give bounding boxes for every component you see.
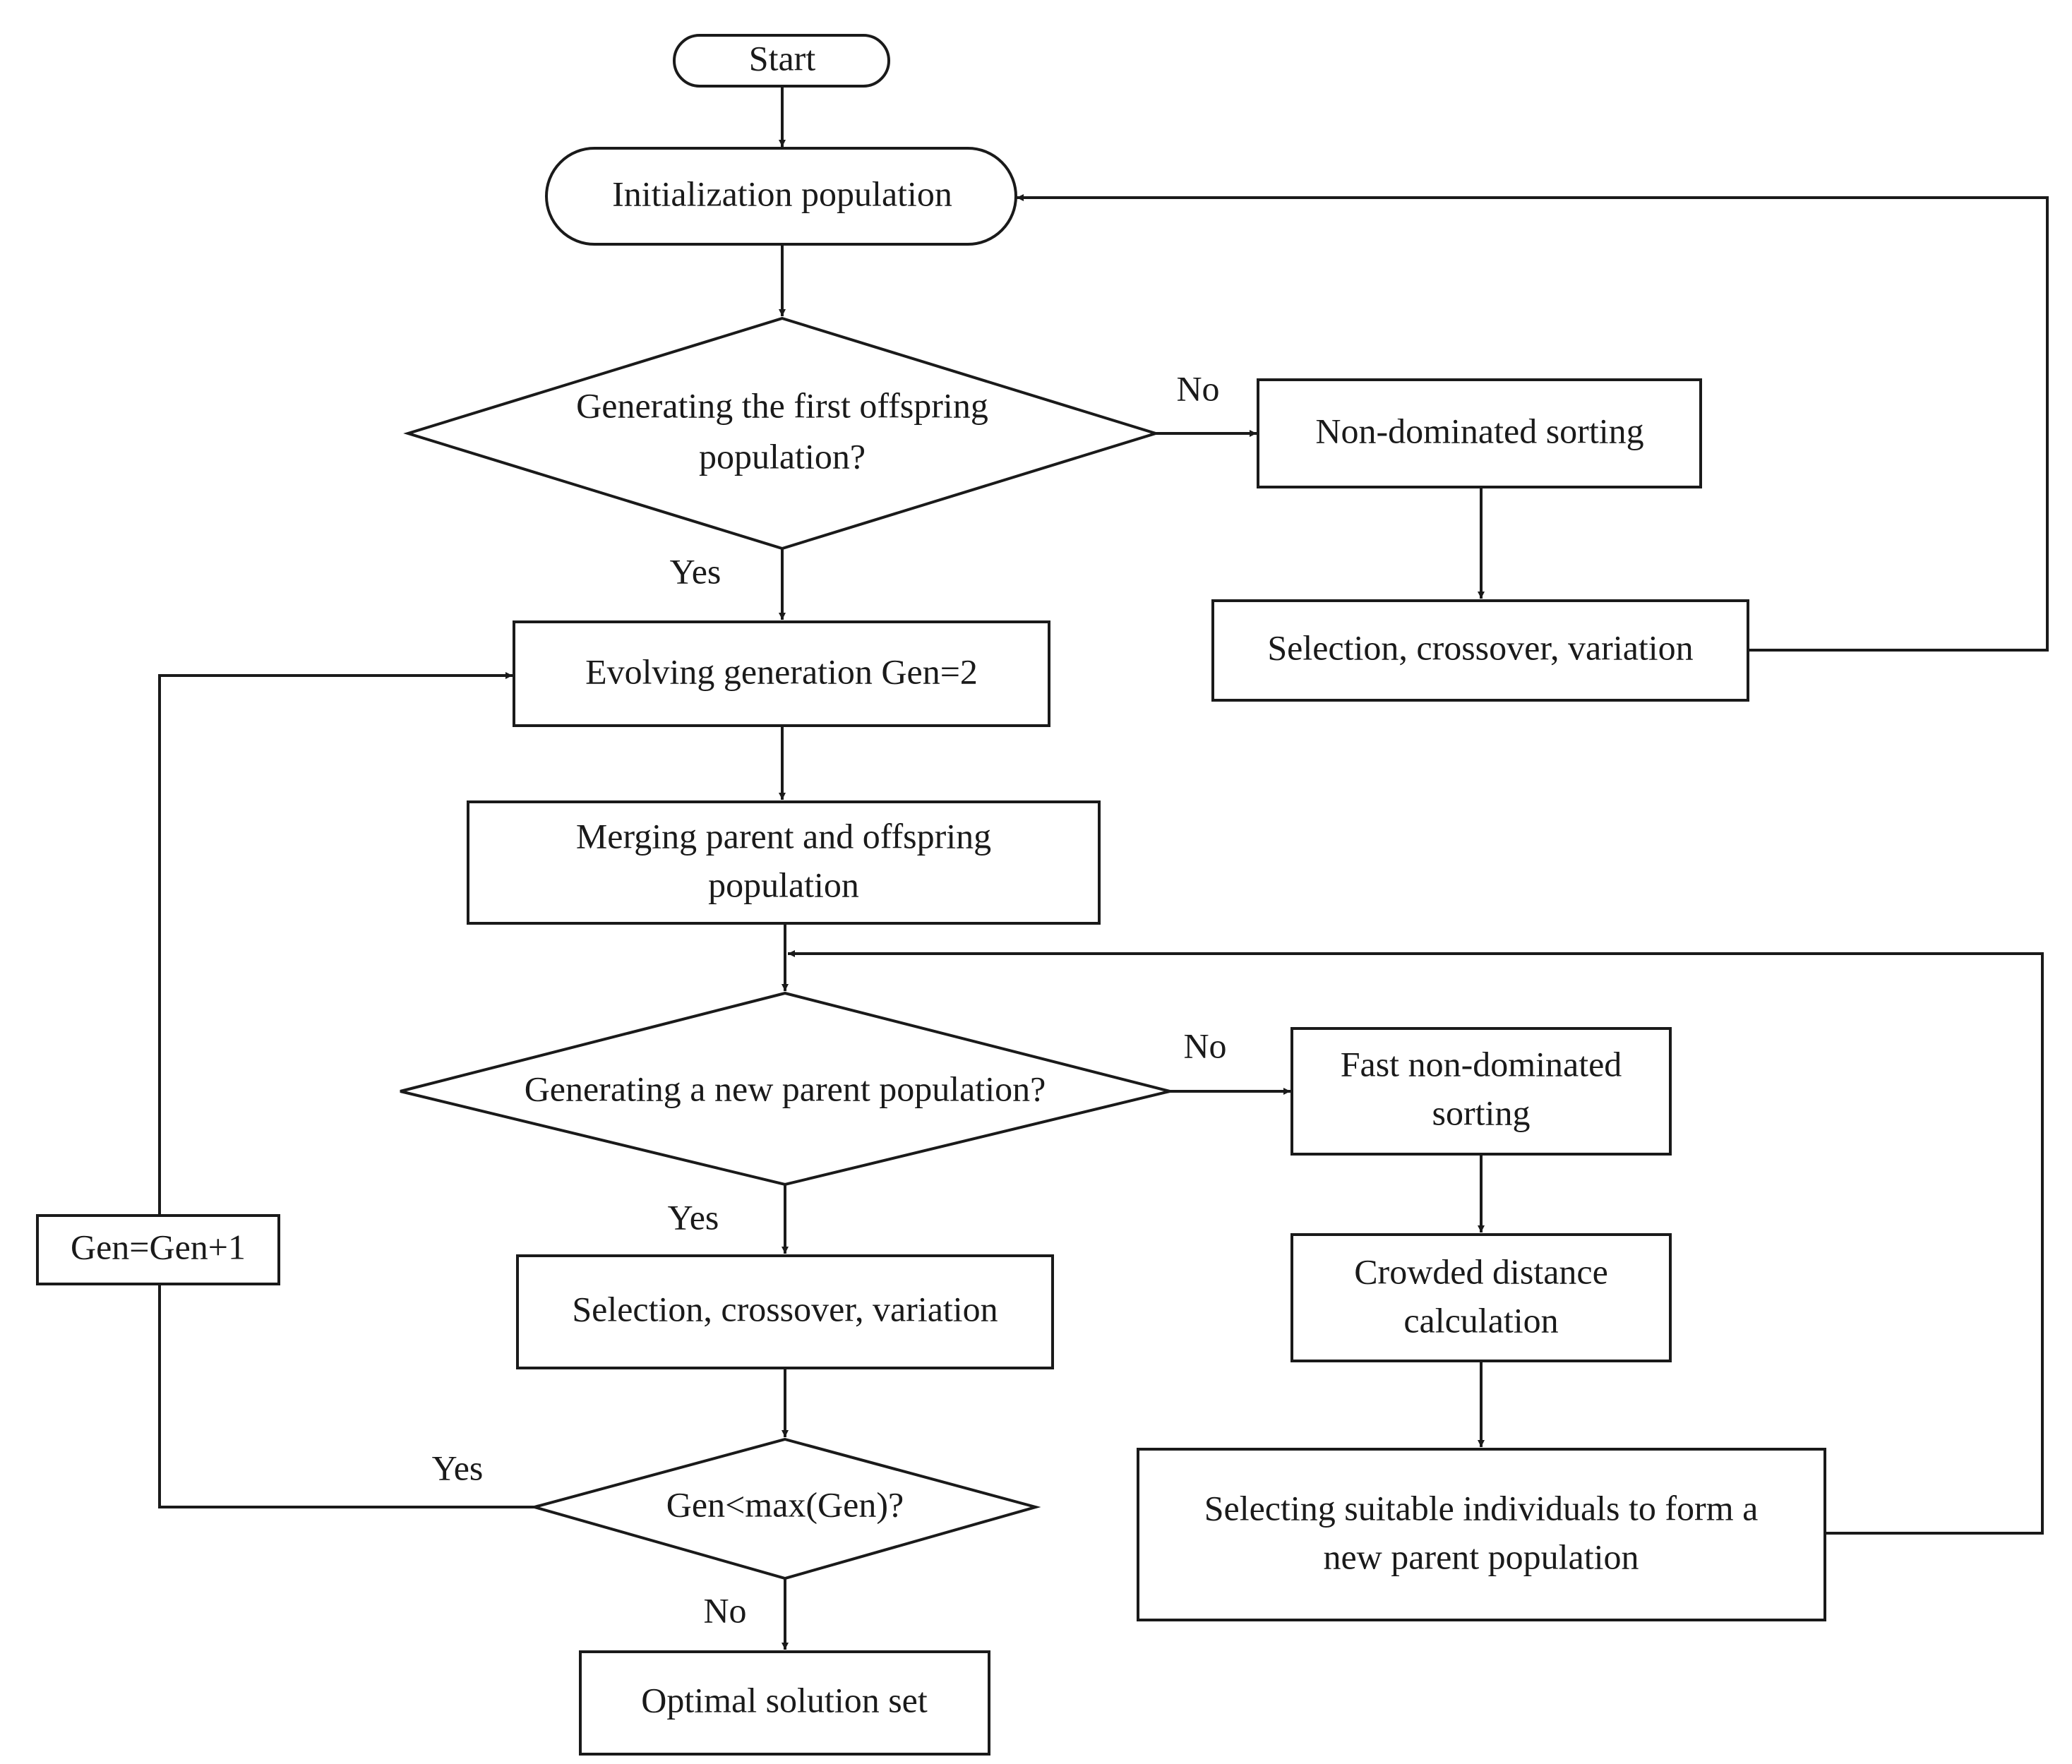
selecting-individuals-label-line2: new parent population	[1323, 1537, 1639, 1576]
edge-label-parent-yes: Yes	[668, 1197, 719, 1237]
new-parent-label: Generating a new parent population?	[525, 1069, 1046, 1108]
non-dominated-sorting-label: Non-dominated sorting	[1315, 411, 1643, 450]
gen-increment-box: Gen=Gen+1	[36, 1214, 280, 1285]
new-parent-decision: Generating a new parent population?	[400, 991, 1170, 1187]
merging-label-line2: population	[708, 865, 859, 904]
optimal-set-label: Optimal solution set	[641, 1680, 928, 1720]
selection-mid-box: Selection, crossover, variation	[516, 1254, 1054, 1369]
arrow-gencheck-yes-loop	[158, 1285, 534, 1508]
first-offspring-label-line2: population?	[699, 436, 866, 476]
fast-sorting-label-line1: Fast non-dominated	[1341, 1044, 1622, 1084]
start-label: Start	[749, 38, 816, 78]
selecting-individuals-box: Selecting suitable individuals to form a…	[1137, 1448, 1826, 1621]
edge-label-gen-yes: Yes	[432, 1448, 484, 1487]
selection-top-box: Selection, crossover, variation	[1211, 599, 1749, 702]
merging-label-line1: Merging parent and offspring	[576, 816, 991, 856]
gen-check-label: Gen<max(Gen)?	[666, 1484, 904, 1524]
selecting-individuals-label-line1: Selecting suitable individuals to form a	[1204, 1488, 1759, 1528]
fast-sorting-label-line2: sorting	[1432, 1093, 1531, 1132]
arrow-selection-loop-to-init	[1017, 194, 2049, 652]
connectors	[158, 85, 2049, 1650]
first-offspring-label-line1: Generating the first offspring	[576, 385, 988, 425]
evolving-generation-label: Evolving generation Gen=2	[585, 652, 978, 691]
merging-box: Merging parent and offspring population	[467, 800, 1101, 925]
arrow-selecting-loop-back	[788, 950, 2044, 1535]
start-terminal: Start	[673, 34, 890, 88]
arrow-genincrement-to-evolving	[158, 672, 513, 1249]
crowded-distance-label-line1: Crowded distance	[1354, 1252, 1608, 1291]
gen-check-decision: Gen<max(Gen)?	[529, 1437, 1041, 1580]
gen-increment-label: Gen=Gen+1	[71, 1227, 246, 1266]
init-population-terminal: Initialization population	[545, 147, 1017, 246]
init-population-label: Initialization population	[612, 174, 952, 213]
crowded-distance-box: Crowded distance calculation	[1290, 1233, 1672, 1362]
fast-sorting-box: Fast non-dominated sorting	[1290, 1027, 1672, 1156]
edge-label-first-yes: Yes	[670, 551, 721, 591]
edge-label-first-no: No	[1176, 368, 1219, 408]
edge-label-parent-no: No	[1183, 1026, 1226, 1065]
evolving-generation-box: Evolving generation Gen=2	[513, 620, 1050, 727]
selection-mid-label: Selection, crossover, variation	[572, 1289, 998, 1328]
selection-top-label: Selection, crossover, variation	[1267, 628, 1693, 667]
edge-label-gen-no: No	[703, 1590, 746, 1630]
non-dominated-sorting-box: Non-dominated sorting	[1257, 378, 1702, 488]
first-offspring-decision: Generating the first offspring populatio…	[403, 316, 1161, 551]
crowded-distance-label-line2: calculation	[1403, 1300, 1558, 1340]
optimal-set-box: Optimal solution set	[579, 1650, 990, 1756]
